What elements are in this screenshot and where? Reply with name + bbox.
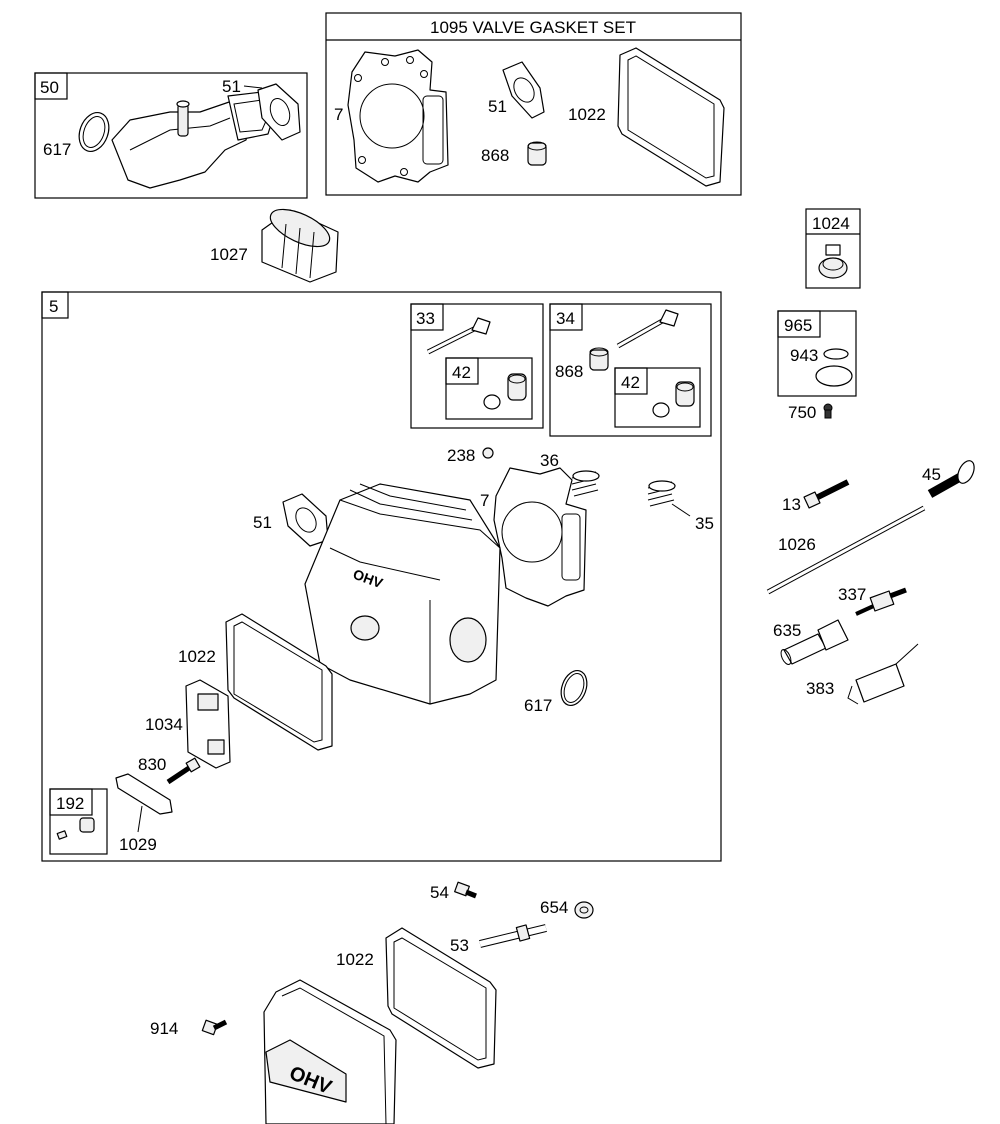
box-1024-number: 1024 [812,214,850,233]
label-830: 830 [138,755,166,774]
breather-1034-part [185,679,231,769]
label-654: 654 [540,898,568,917]
label-617-a: 617 [43,140,71,159]
exhaust-valve-part [616,309,679,349]
valve-cover-part: OHV [263,979,397,1124]
box-33-number: 33 [416,309,435,328]
cylinder-head-part: OHV [304,483,501,705]
box-965: 965 943 [777,310,857,397]
label-1034: 1034 [145,715,183,734]
pushrod-45-part [927,460,975,498]
label-54: 54 [430,883,449,902]
label-1022-c: 1022 [336,950,374,969]
label-617-b: 617 [524,696,552,715]
intake-gasket-part [502,61,545,119]
valve-seal-868-b-part [589,347,609,371]
label-36: 36 [540,451,559,470]
stud-53-part [479,924,547,948]
label-383: 383 [806,679,834,698]
label-13: 13 [782,495,801,514]
spark-plug-337-part [855,587,907,616]
box-192-number: 192 [56,794,84,813]
valve-gasket-set-title: 1095 VALVE GASKET SET [430,18,636,37]
tool-383-part [847,643,919,705]
label-914: 914 [150,1019,178,1038]
label-53: 53 [450,936,469,955]
box-5: 5 33 42 34 868 [41,291,722,862]
gasket-51-a-part [257,83,301,141]
label-1027: 1027 [210,245,248,264]
label-7-b: 7 [480,491,489,510]
head-gasket-7-b-part [493,467,587,607]
label-943: 943 [790,346,818,365]
label-868-b: 868 [555,362,583,381]
label-51-c: 51 [253,513,272,532]
box-42-a-number: 42 [452,363,471,382]
lever-1029-part [115,773,173,815]
label-1029: 1029 [119,835,157,854]
valve-seal-part [527,141,547,166]
pin-238-part [482,447,494,459]
screw-192-part [56,817,95,840]
box-5-number: 5 [49,297,58,316]
valve-retainer-a-part [483,373,527,410]
label-337: 337 [838,585,866,604]
label-35: 35 [695,514,714,533]
label-1022-a: 1022 [568,105,606,124]
box-34-number: 34 [556,309,575,328]
label-238: 238 [447,446,475,465]
spring-35-part [647,480,676,507]
label-1022-b: 1022 [178,647,216,666]
breather-plate-part [815,365,853,387]
valve-gasket-set-box: 1095 VALVE GASKET SET 7 51 868 1022 [325,12,742,196]
box-50: 50 617 51 [34,72,308,199]
label-1026: 1026 [778,535,816,554]
bolt-830-part [166,757,201,785]
nut-654-part [574,901,594,919]
label-868-a: 868 [481,146,509,165]
spring-36-part [571,470,600,497]
head-gasket-part [347,49,449,183]
cover-gasket-part [617,47,725,187]
boot-635-part [780,619,849,665]
valve-retainer-b-part [652,381,695,418]
oring-943-part [823,348,849,360]
oil-filter-part [261,208,339,283]
cover-gasket-1022-c-part [385,927,497,1069]
bolt-13-part [803,479,850,509]
oring-617-b-part [560,669,588,707]
label-750: 750 [788,403,816,422]
box-42-b-number: 42 [621,373,640,392]
intake-valve-part [426,317,491,355]
oring-617-part [78,112,110,152]
cover-gasket-1022-b-part [225,613,333,751]
box-1024: 1024 [805,208,861,289]
label-7-a: 7 [334,105,343,124]
screw-750-part [823,403,833,419]
pushrod-1026-part [766,505,926,595]
screw-54-part [454,881,477,899]
box-965-number: 965 [784,316,812,335]
oil-cap-part [818,244,848,279]
label-51-a: 51 [222,77,241,96]
label-45: 45 [922,465,941,484]
box-50-number: 50 [40,78,59,97]
label-635: 635 [773,621,801,640]
gasket-51-c-part [282,493,329,547]
label-51-b: 51 [488,97,507,116]
intake-manifold-part [111,91,277,189]
screw-914-part [201,1019,228,1036]
